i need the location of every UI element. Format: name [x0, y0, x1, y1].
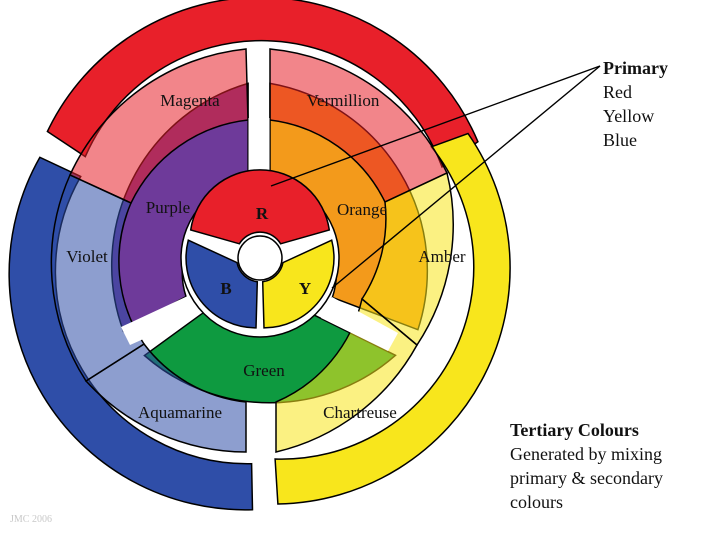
primary-red	[189, 169, 331, 245]
pointer-line-red	[270, 65, 601, 187]
primary-item-blue: Blue	[603, 130, 637, 150]
label-y: Y	[299, 279, 311, 298]
label-aquamarine: Aquamarine	[138, 403, 222, 422]
label-b: B	[220, 279, 231, 298]
primary-heading: Primary	[603, 58, 668, 78]
tertiary-heading: Tertiary Colours	[510, 420, 639, 440]
primary-blue	[185, 239, 259, 329]
primary-yellow	[261, 239, 335, 329]
label-amber: Amber	[418, 247, 466, 266]
band-violet	[50, 174, 146, 383]
pointer-lines	[270, 65, 601, 289]
label-violet: Violet	[66, 247, 108, 266]
tertiary-legend: Tertiary Colours Generated by mixing pri…	[510, 418, 700, 514]
label-chartreuse: Chartreuse	[323, 403, 397, 422]
primary-item-red: Red	[603, 82, 632, 102]
tertiary-band	[50, 48, 454, 453]
outer-arc-yellow	[274, 132, 511, 505]
label-green: Green	[243, 361, 285, 380]
primary-legend: Primary Red Yellow Blue	[603, 56, 668, 152]
label-vermillion: Vermillion	[307, 91, 380, 110]
gap-left	[121, 294, 204, 345]
credit-text: JMC 2006	[10, 514, 52, 525]
label-orange: Orange	[337, 200, 387, 219]
outer-arc-red	[46, 0, 479, 169]
primary-item-yellow: Yellow	[603, 106, 655, 126]
band-magenta	[69, 48, 249, 204]
label-purple: Purple	[146, 198, 190, 217]
outer-arc-blue	[8, 156, 254, 511]
gap-right	[321, 297, 398, 351]
label-r: R	[256, 204, 269, 223]
label-magenta: Magenta	[160, 91, 220, 110]
pointer-line-yellow	[331, 65, 601, 289]
tertiary-description: Generated by mixing primary & secondary …	[510, 444, 663, 512]
wheel-hub	[237, 235, 283, 281]
